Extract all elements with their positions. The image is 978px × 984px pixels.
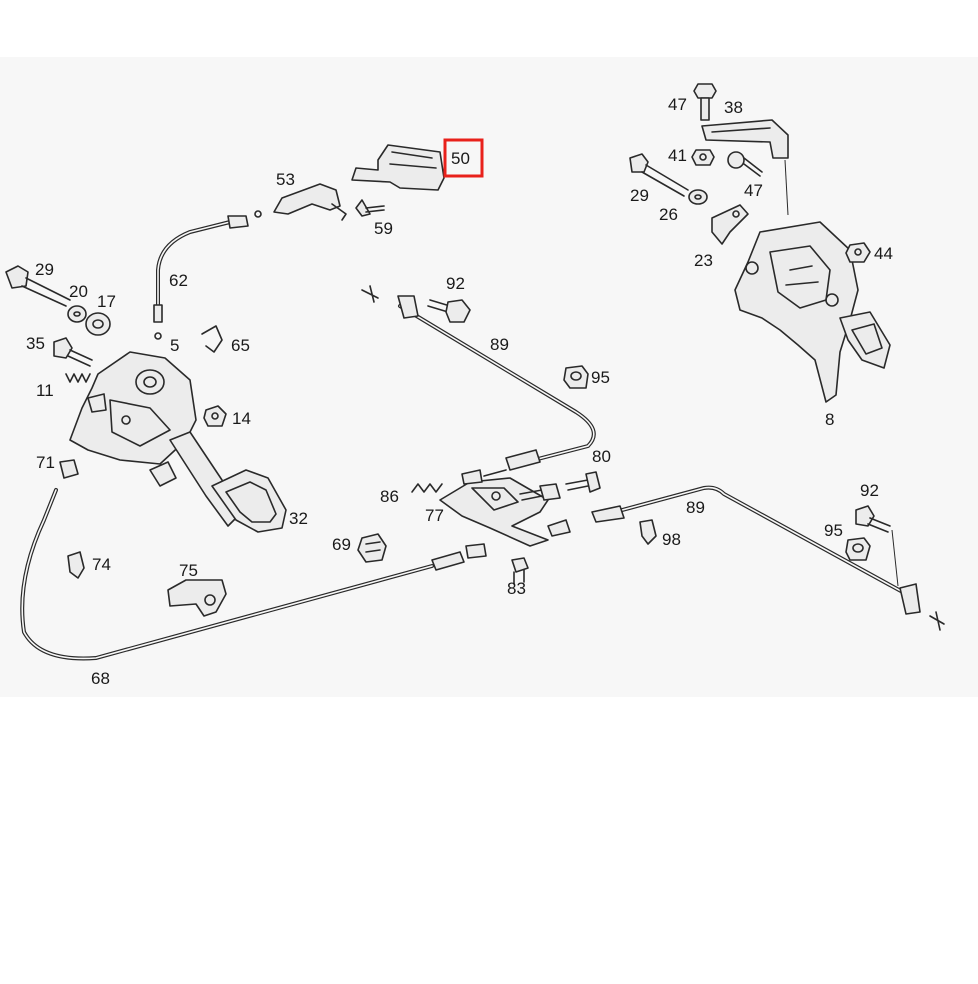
label-65: 65: [231, 336, 250, 355]
label-14: 14: [232, 409, 251, 428]
label-29-left: 29: [35, 260, 54, 279]
bolt-29-left: [5, 265, 71, 307]
spring-86: [411, 483, 443, 493]
label-50: 50: [451, 149, 470, 168]
label-92-lower: 92: [860, 481, 879, 500]
label-98: 98: [662, 530, 681, 549]
bolt-35: [53, 337, 93, 367]
highlight-box-50: [443, 138, 484, 178]
bolt-80: [519, 471, 601, 501]
bracket-75: [167, 579, 227, 617]
label-74: 74: [92, 555, 111, 574]
label-8: 8: [825, 410, 834, 429]
bolt-47-top: [693, 83, 717, 121]
label-32: 32: [289, 509, 308, 528]
nut-44: [845, 242, 871, 263]
bolt-47-side: [727, 151, 763, 177]
label-47-top: 47: [668, 95, 687, 114]
label-75: 75: [179, 561, 198, 580]
clip-98: [639, 519, 657, 545]
equaliser-77: [439, 469, 549, 547]
label-95-lower: 95: [824, 521, 843, 540]
label-89-upper: 89: [490, 335, 509, 354]
label-92-upper: 92: [446, 274, 465, 293]
cable-89-upper: [361, 285, 596, 471]
pedal-arm-32: [149, 431, 287, 533]
label-83: 83: [507, 579, 526, 598]
bolt-92-lower: [855, 505, 891, 533]
label-44: 44: [874, 244, 893, 263]
label-95-upper: 95: [591, 368, 610, 387]
bracket-50: [351, 144, 445, 191]
cable-68: [20, 488, 487, 661]
label-71: 71: [36, 453, 55, 472]
clip-23: [711, 204, 749, 245]
label-35: 35: [26, 334, 45, 353]
part-labels: 47 38 41 50 53 59 29 47 26 23 44 29 20 1…: [26, 95, 893, 688]
cable-62: [153, 210, 262, 340]
label-68: 68: [91, 669, 110, 688]
mounting-bracket-38: [701, 119, 789, 159]
nut-14: [203, 405, 227, 427]
label-41: 41: [668, 146, 687, 165]
bushing-95-upper: [563, 365, 589, 389]
label-5: 5: [170, 336, 179, 355]
cable-89-right: [547, 485, 945, 631]
bushing-95-lower: [845, 537, 871, 561]
spring-11: [65, 373, 91, 383]
clip-74: [67, 551, 85, 579]
pedal-housing-5: [69, 351, 197, 465]
washer-20: [67, 305, 87, 323]
washer-26: [688, 189, 708, 205]
label-80: 80: [592, 447, 611, 466]
parts-diagram: 47 38 41 50 53 59 29 47 26 23 44 29 20 1…: [0, 57, 978, 697]
pedal-bracket-8: [734, 159, 891, 403]
label-86: 86: [380, 487, 399, 506]
bolt-83: [511, 557, 529, 585]
lever-53: [273, 183, 347, 221]
bushing-17: [85, 312, 111, 336]
bolt-92-upper: [427, 299, 471, 323]
exploded-view-svg: 47 38 41 50 53 59 29 47 26 23 44 29 20 1…: [5, 83, 945, 688]
label-77: 77: [425, 506, 444, 525]
label-59: 59: [374, 219, 393, 238]
nut-41: [691, 149, 715, 166]
grommet-69: [357, 533, 387, 563]
label-20: 20: [69, 282, 88, 301]
label-26: 26: [659, 205, 678, 224]
label-38: 38: [724, 98, 743, 117]
label-47-side: 47: [744, 181, 763, 200]
bolt-29-right: [629, 153, 689, 197]
clip-65: [201, 325, 223, 353]
label-23: 23: [694, 251, 713, 270]
label-11: 11: [36, 381, 54, 400]
label-62: 62: [169, 271, 188, 290]
label-69: 69: [332, 535, 351, 554]
label-17: 17: [97, 292, 116, 311]
label-29-right: 29: [630, 186, 649, 205]
label-53: 53: [276, 170, 295, 189]
label-89-right: 89: [686, 498, 705, 517]
screw-59: [355, 199, 385, 217]
bushing-71: [59, 459, 79, 479]
